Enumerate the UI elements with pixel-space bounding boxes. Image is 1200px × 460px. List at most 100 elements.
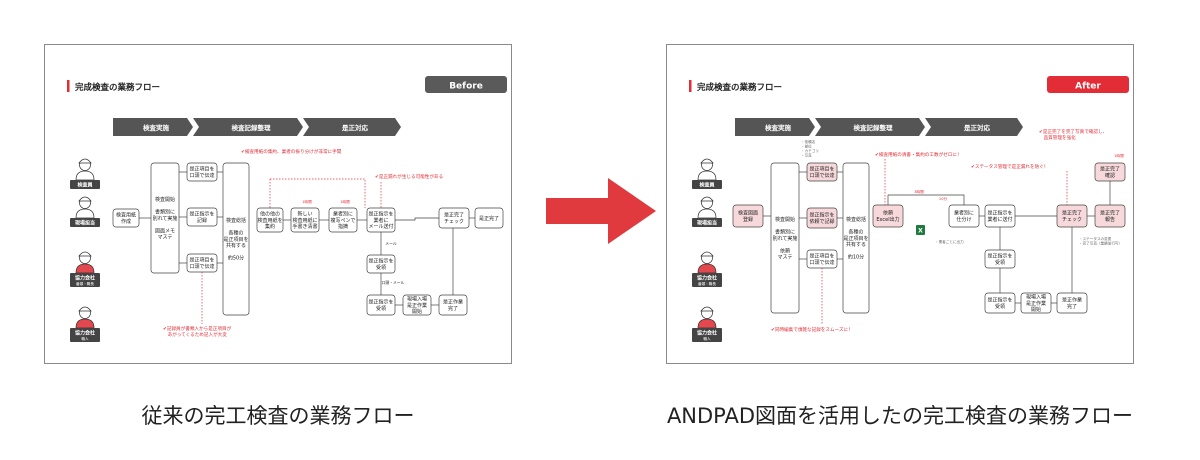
role-2-icon: [70, 251, 100, 287]
helmet-icon: [78, 196, 92, 202]
excel-icon-glyph: X: [918, 228, 923, 235]
phase-label: 検査実施: [765, 123, 792, 132]
title-accent-bar: [689, 80, 692, 92]
role-tag: [70, 218, 100, 227]
role-0-icon: [70, 158, 100, 189]
benefit-note: ✔同時編集で煩雑な記録をスムーズに！: [771, 326, 853, 333]
inspection-start-box: [770, 162, 800, 314]
role-tag: [70, 328, 100, 342]
instr-receive-2-box-label: 是正指示を受領: [368, 299, 393, 312]
role-label: 協力会社: [75, 330, 95, 337]
before-caption: 従来の完工検査の業務フロー: [141, 404, 415, 428]
instr-receive-box-label: 是正指示を受領: [987, 253, 1012, 266]
duration-label: 3時間: [914, 189, 924, 194]
phase-band: [925, 118, 1023, 136]
role-0-icon: [692, 158, 722, 189]
business-send-box-label: 業者別に仕分け: [954, 210, 974, 223]
status-note: ・ステータスの変更・完了写真（業績並行可）: [1079, 236, 1122, 246]
phase-label: 是正対応: [341, 123, 369, 132]
point-oral-1-box-label: 是正項目を口頭で伝達: [809, 166, 834, 179]
instr-receive-box-label: 是正指示を受領: [368, 258, 393, 271]
role-label: 協力会社: [75, 275, 95, 282]
role-sub-label: 番頭・職長: [698, 281, 716, 286]
role-2-icon: [692, 251, 722, 287]
inspection-summary-box: [842, 162, 870, 314]
role-label: 検査員: [699, 182, 714, 189]
new-forms-box-label: 新しい検査用紙に手書き清書: [292, 211, 317, 231]
site-work-start-box-label: 現場入場是正作業開始: [407, 296, 427, 316]
duration-label: 10分: [939, 196, 948, 201]
phase-band: [193, 118, 303, 136]
worker-body-icon: [75, 170, 95, 181]
duration-label: 1時間: [302, 199, 312, 204]
phase-label: 検査記録整理: [854, 123, 894, 132]
inspection-summary-box-label: 検査総括各種の是正項目を共有する約10分: [843, 216, 868, 260]
status-badge: [1047, 76, 1129, 93]
worker-body-icon: [697, 263, 717, 274]
excel-icon: [916, 225, 925, 235]
helmet-icon: [700, 251, 714, 257]
channel-label: メール: [385, 241, 397, 246]
done-report-box-label: 是正完了報告: [1100, 210, 1120, 223]
worker-body-icon: [697, 208, 717, 219]
benefit-note: ✔検査用紙の清書・集約の工数がゼロに！: [875, 151, 962, 158]
instr-send-box-label: 是正指示を業者にメール送付: [368, 211, 393, 231]
work-done-box-label: 是正作業完了: [443, 299, 463, 312]
role-tag: [70, 273, 100, 287]
inspection-start-box-label: 検査開始書類別に別れて実施図面メモマステ: [153, 196, 178, 241]
status-badge: [425, 76, 507, 93]
phase-band: [815, 118, 925, 136]
benefit-note: ✔ステータス管理で是正漏れを防ぐ！: [971, 163, 1048, 170]
business-copy-box-label: 業者別に複写ペンで指摘: [330, 211, 355, 231]
role-tag: [692, 273, 722, 287]
phase-label: 検査実施: [143, 123, 170, 132]
role-tag: [70, 180, 100, 189]
helmet-icon: [78, 306, 92, 312]
benefit-note: ✔是正完了を完了写真で確認し、 品質管理を強化: [1039, 128, 1107, 141]
diagram-title: 完成検査の業務フロー: [75, 82, 160, 93]
worker-body-icon: [75, 318, 95, 329]
channel-label: 口頭・メール: [382, 280, 405, 285]
role-1-icon: [70, 196, 100, 227]
instr-record-box-label: 是正指示を記録: [189, 211, 214, 224]
make-form-box-label: 検査用紙作成: [116, 212, 136, 225]
register-box-label: 検査図面登録: [738, 210, 758, 223]
inspection-summary-box-label: 検査総括各種の是正項目を共有する約50分: [223, 217, 248, 261]
role-tag: [692, 180, 722, 189]
role-1-icon: [692, 196, 722, 227]
done-check-box-label: 是正完了チェック: [1062, 210, 1082, 223]
inspection-start-box-label: 検査開始書類別に別れて実施依頼マステ: [773, 216, 798, 260]
role-3-icon: [70, 306, 100, 342]
helmet-icon: [78, 251, 92, 257]
excel-note: ・業者ごとに出力: [935, 239, 964, 244]
point-oral-1-box-label: 是正項目を口頭で伝達: [189, 166, 214, 179]
worker-body-icon: [75, 208, 95, 219]
duration-label: 1時間: [1114, 153, 1124, 158]
role-label: 協力会社: [697, 330, 717, 337]
callout-connector: [270, 178, 366, 208]
attribute-list: ・依頼名・部位・カテゴリ・写真: [801, 139, 819, 158]
point-oral-2-box-label: 是正項目を口頭で伝達: [809, 253, 834, 266]
role-3-icon: [692, 306, 722, 342]
instr-record-box-label: 是正指示を依頼で記録: [809, 212, 834, 225]
role-sub-label: 職人: [81, 336, 89, 341]
done-check-box-label: 是正完了チェック: [444, 212, 464, 225]
pain-point-note: ✔記録員が書類入から是正項目が あがってくるため記入が大変: [163, 325, 232, 338]
duration-label: 1時間: [340, 199, 350, 204]
role-label: 現場担当: [697, 220, 717, 227]
pain-point-note: ✔検査用紙の集約、業者の振り分けが非常に手間: [241, 148, 342, 155]
phase-label: 是正対応: [963, 123, 991, 132]
role-label: 検査員: [77, 182, 92, 189]
pain-point-note: ✔是正漏れが生じる可能性がある: [375, 173, 443, 180]
done-confirm-box-label: 是正完了確認: [1100, 166, 1120, 179]
helmet-icon: [78, 158, 92, 164]
helmet-icon: [700, 196, 714, 202]
role-tag: [692, 218, 722, 227]
instr-send-box-label: 是正指示を業者に送付: [987, 210, 1012, 223]
worker-body-icon: [697, 170, 717, 181]
site-work-start-box-label: 現場入場是正作業開始: [1026, 294, 1046, 314]
